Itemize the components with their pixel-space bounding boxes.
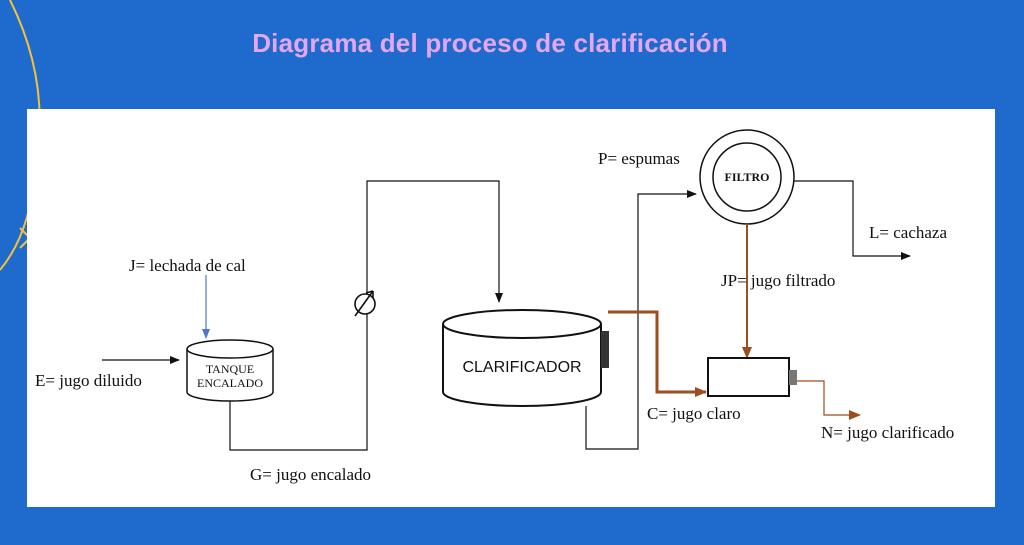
diagram-panel: E= jugo diluido J= lechada de cal TANQUE… xyxy=(27,109,995,507)
pump-icon xyxy=(354,290,376,317)
clarifier-outlet xyxy=(601,331,609,368)
stream-g-line xyxy=(229,180,503,451)
stream-n-label: N= jugo clarificado xyxy=(821,423,954,442)
collector-tank xyxy=(707,357,797,397)
process-diagram: E= jugo diluido J= lechada de cal TANQUE… xyxy=(35,129,954,484)
tank-label-line2: ENCALADO xyxy=(197,376,263,390)
stream-l-line xyxy=(794,180,911,260)
stream-g-label: G= jugo encalado xyxy=(250,465,371,484)
filtro: FILTRO xyxy=(699,129,795,225)
stream-l-label: L= cachaza xyxy=(869,223,947,242)
clarificador: CLARIFICADOR xyxy=(442,309,609,407)
stream-c-line xyxy=(608,310,707,397)
stream-e-label: E= jugo diluido xyxy=(35,371,142,390)
page-title: Diagrama del proceso de clarificación xyxy=(252,28,728,58)
clarifier-label: CLARIFICADOR xyxy=(462,359,581,376)
stream-n-line xyxy=(797,380,861,420)
stream-jp-label: JP= jugo filtrado xyxy=(721,271,835,290)
tank-label-line1: TANQUE xyxy=(206,362,254,376)
tanque-encalado: TANQUE ENCALADO xyxy=(186,339,274,402)
filter-label: FILTRO xyxy=(725,170,770,184)
stream-p-label: P= espumas xyxy=(598,149,680,168)
stream-c-label: C= jugo claro xyxy=(647,404,741,423)
stream-p-line xyxy=(585,190,697,450)
stream-j-label: J= lechada de cal xyxy=(129,256,246,275)
